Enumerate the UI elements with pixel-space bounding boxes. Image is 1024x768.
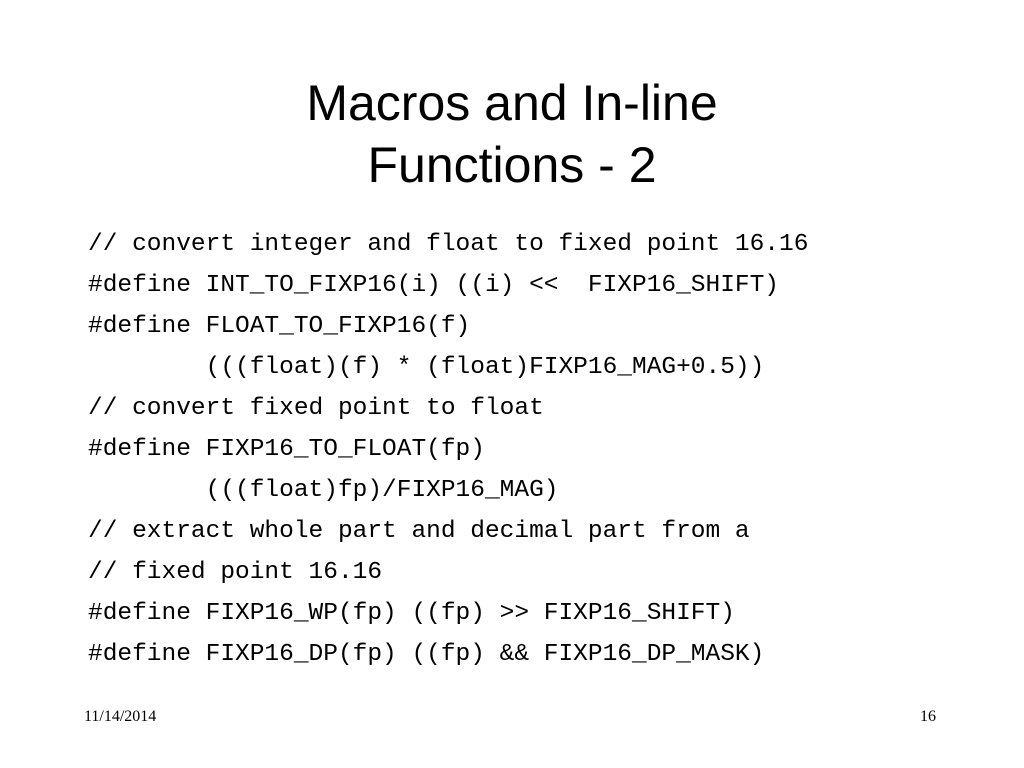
code-line: // convert integer and float to fixed po… — [88, 231, 809, 258]
slide-title-line-1: Macros and In-line — [306, 75, 718, 131]
code-line: #define FIXP16_DP(fp) ((fp) && FIXP16_DP… — [88, 641, 765, 668]
footer-date: 11/14/2014 — [84, 708, 157, 725]
code-line: // convert fixed point to float — [88, 395, 544, 422]
code-line: // fixed point 16.16 — [88, 559, 383, 586]
code-block: // convert integer and float to fixed po… — [88, 224, 808, 675]
code-line: #define INT_TO_FIXP16(i) ((i) << FIXP16_… — [88, 272, 780, 299]
code-line: // extract whole part and decimal part f… — [88, 518, 750, 545]
slide-title-line-2: Functions - 2 — [367, 137, 657, 193]
code-line: #define FIXP16_WP(fp) ((fp) >> FIXP16_SH… — [88, 600, 735, 627]
code-line: #define FIXP16_TO_FLOAT(fp) — [88, 436, 485, 463]
code-line: (((float)fp)/FIXP16_MAG) — [88, 477, 559, 504]
footer-page-number: 16 — [920, 708, 936, 725]
code-line: (((float)(f) * (float)FIXP16_MAG+0.5)) — [88, 354, 765, 381]
code-line: #define FLOAT_TO_FIXP16(f) — [88, 313, 471, 340]
slide-title: Macros and In-line Functions - 2 — [0, 72, 1024, 196]
